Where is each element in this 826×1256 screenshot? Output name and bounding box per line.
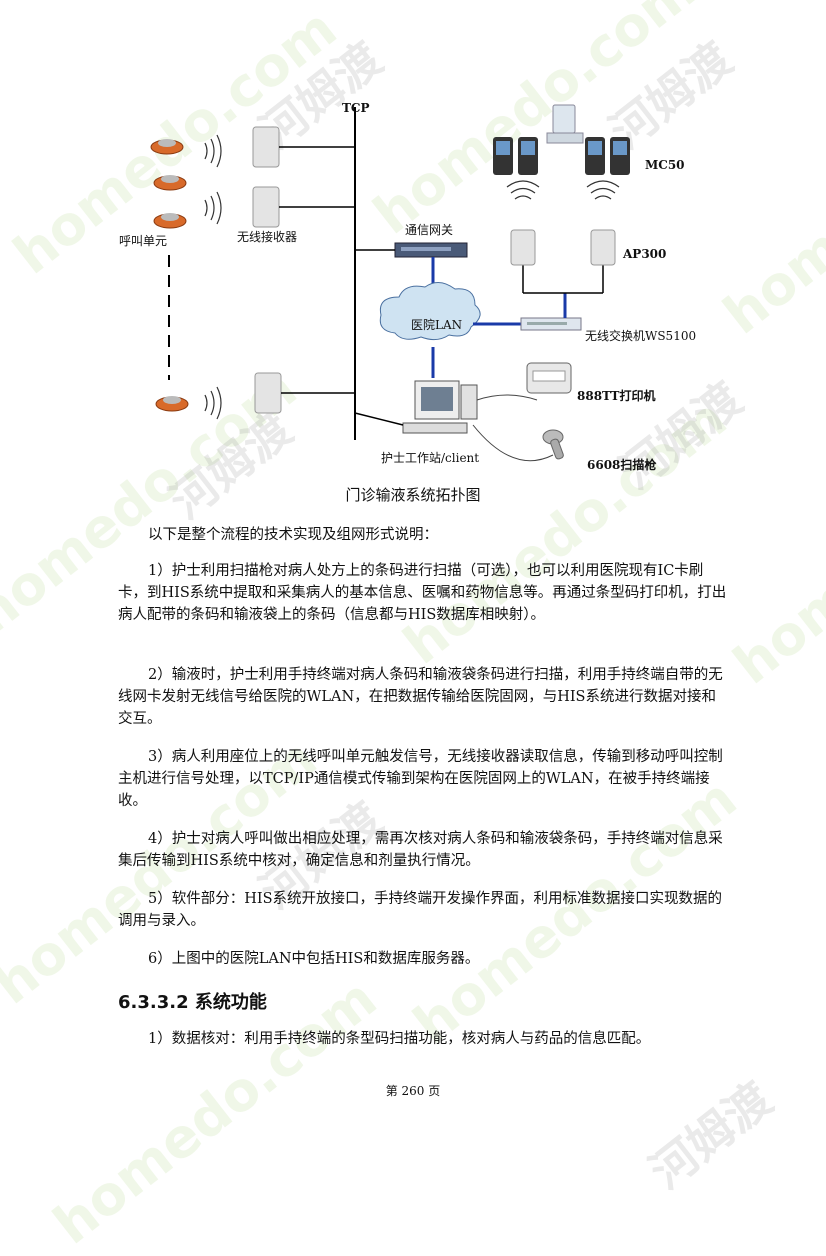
tcp-label: TCP	[342, 101, 370, 115]
paragraph-function-1: 1）数据核对：利用手持终端的条型码扫描功能，核对病人与药品的信息匹配。	[148, 1031, 651, 1047]
lan-label: 医院LAN	[411, 318, 462, 332]
barcode-scanner-icon	[542, 429, 564, 460]
workstation-label: 护士工作站/client	[381, 451, 479, 465]
call-unit-icon	[150, 139, 189, 412]
figure-caption: 门诊输液系统拓扑图	[345, 486, 481, 504]
wireless-switch-icon	[520, 317, 582, 331]
workstation-icon	[402, 380, 478, 434]
paragraph-3: 3）病人利用座位上的无线呼叫单元触发信号，无线接收器读取信息，传输到移动呼叫控制…	[118, 749, 723, 809]
gateway-icon	[394, 242, 468, 258]
paragraph-6: 6）上图中的医院LAN中包括HIS和数据库服务器。	[148, 951, 480, 967]
wireless-wave-icon	[204, 134, 222, 420]
wireless-receiver-icon	[252, 126, 282, 414]
access-point-icon	[510, 229, 616, 266]
mc50-label: MC50	[645, 158, 685, 172]
scanner-label: 6608扫描枪	[587, 457, 656, 472]
switch-label: 无线交换机WS5100	[585, 328, 696, 343]
gateway-label: 通信网关	[405, 223, 453, 237]
topology-diagram: TCP 呼叫单元 无线接收器 通信网关 医院LAN	[119, 101, 696, 472]
page-number: 第 260 页	[385, 1084, 441, 1098]
paragraph-1: 1）护士利用扫描枪对病人处方上的条码进行扫描（可选），也可以利用医院现有IC卡刷…	[118, 563, 727, 623]
receiver-label: 无线接收器	[237, 229, 297, 244]
iv-device-icon	[546, 104, 584, 144]
paragraph-5: 5）软件部分：HIS系统开放接口，手持终端开发操作界面，利用标准数据接口实现数据…	[118, 891, 723, 929]
paragraph-intro: 以下是整个流程的技术实现及组网形式说明：	[148, 527, 438, 543]
call-unit-label: 呼叫单元	[119, 234, 167, 248]
wireless-wave-icon	[506, 180, 620, 200]
ap300-label: AP300	[622, 247, 666, 261]
cloud-icon	[379, 282, 481, 341]
paragraph-2: 2）输液时，护士利用手持终端对病人条码和输液袋条码进行扫描，利用手持终端自带的无…	[118, 667, 723, 727]
section-heading: 6.3.3.2 系统功能	[118, 992, 267, 1013]
watermark-brand: homedo.com	[711, 56, 826, 347]
printer-icon	[526, 362, 572, 394]
handheld-terminal-icon	[493, 137, 630, 175]
watermark-brand: homedo.com	[721, 406, 826, 697]
printer-label: 888TT打印机	[577, 388, 655, 403]
paragraph-4: 4）护士对病人呼叫做出相应处理，需再次核对病人条码和输液袋条码，手持终端对信息采…	[118, 831, 723, 869]
